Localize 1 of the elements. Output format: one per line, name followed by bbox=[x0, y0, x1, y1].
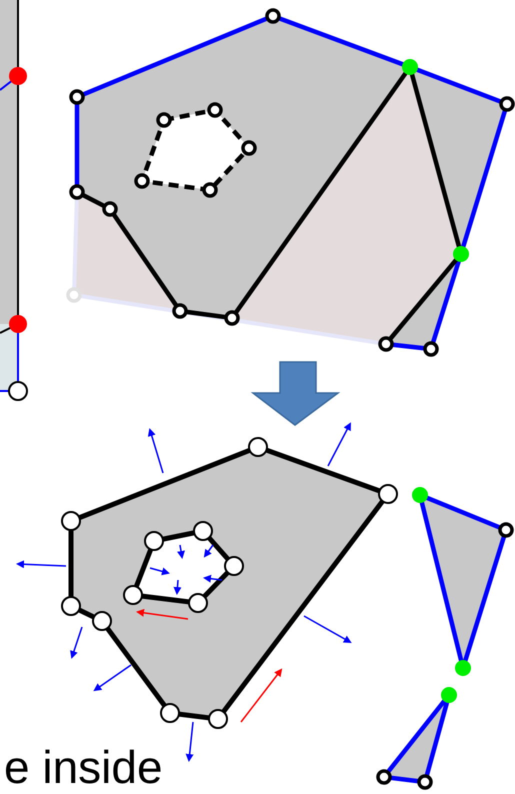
caption-text: e inside bbox=[4, 742, 163, 792]
